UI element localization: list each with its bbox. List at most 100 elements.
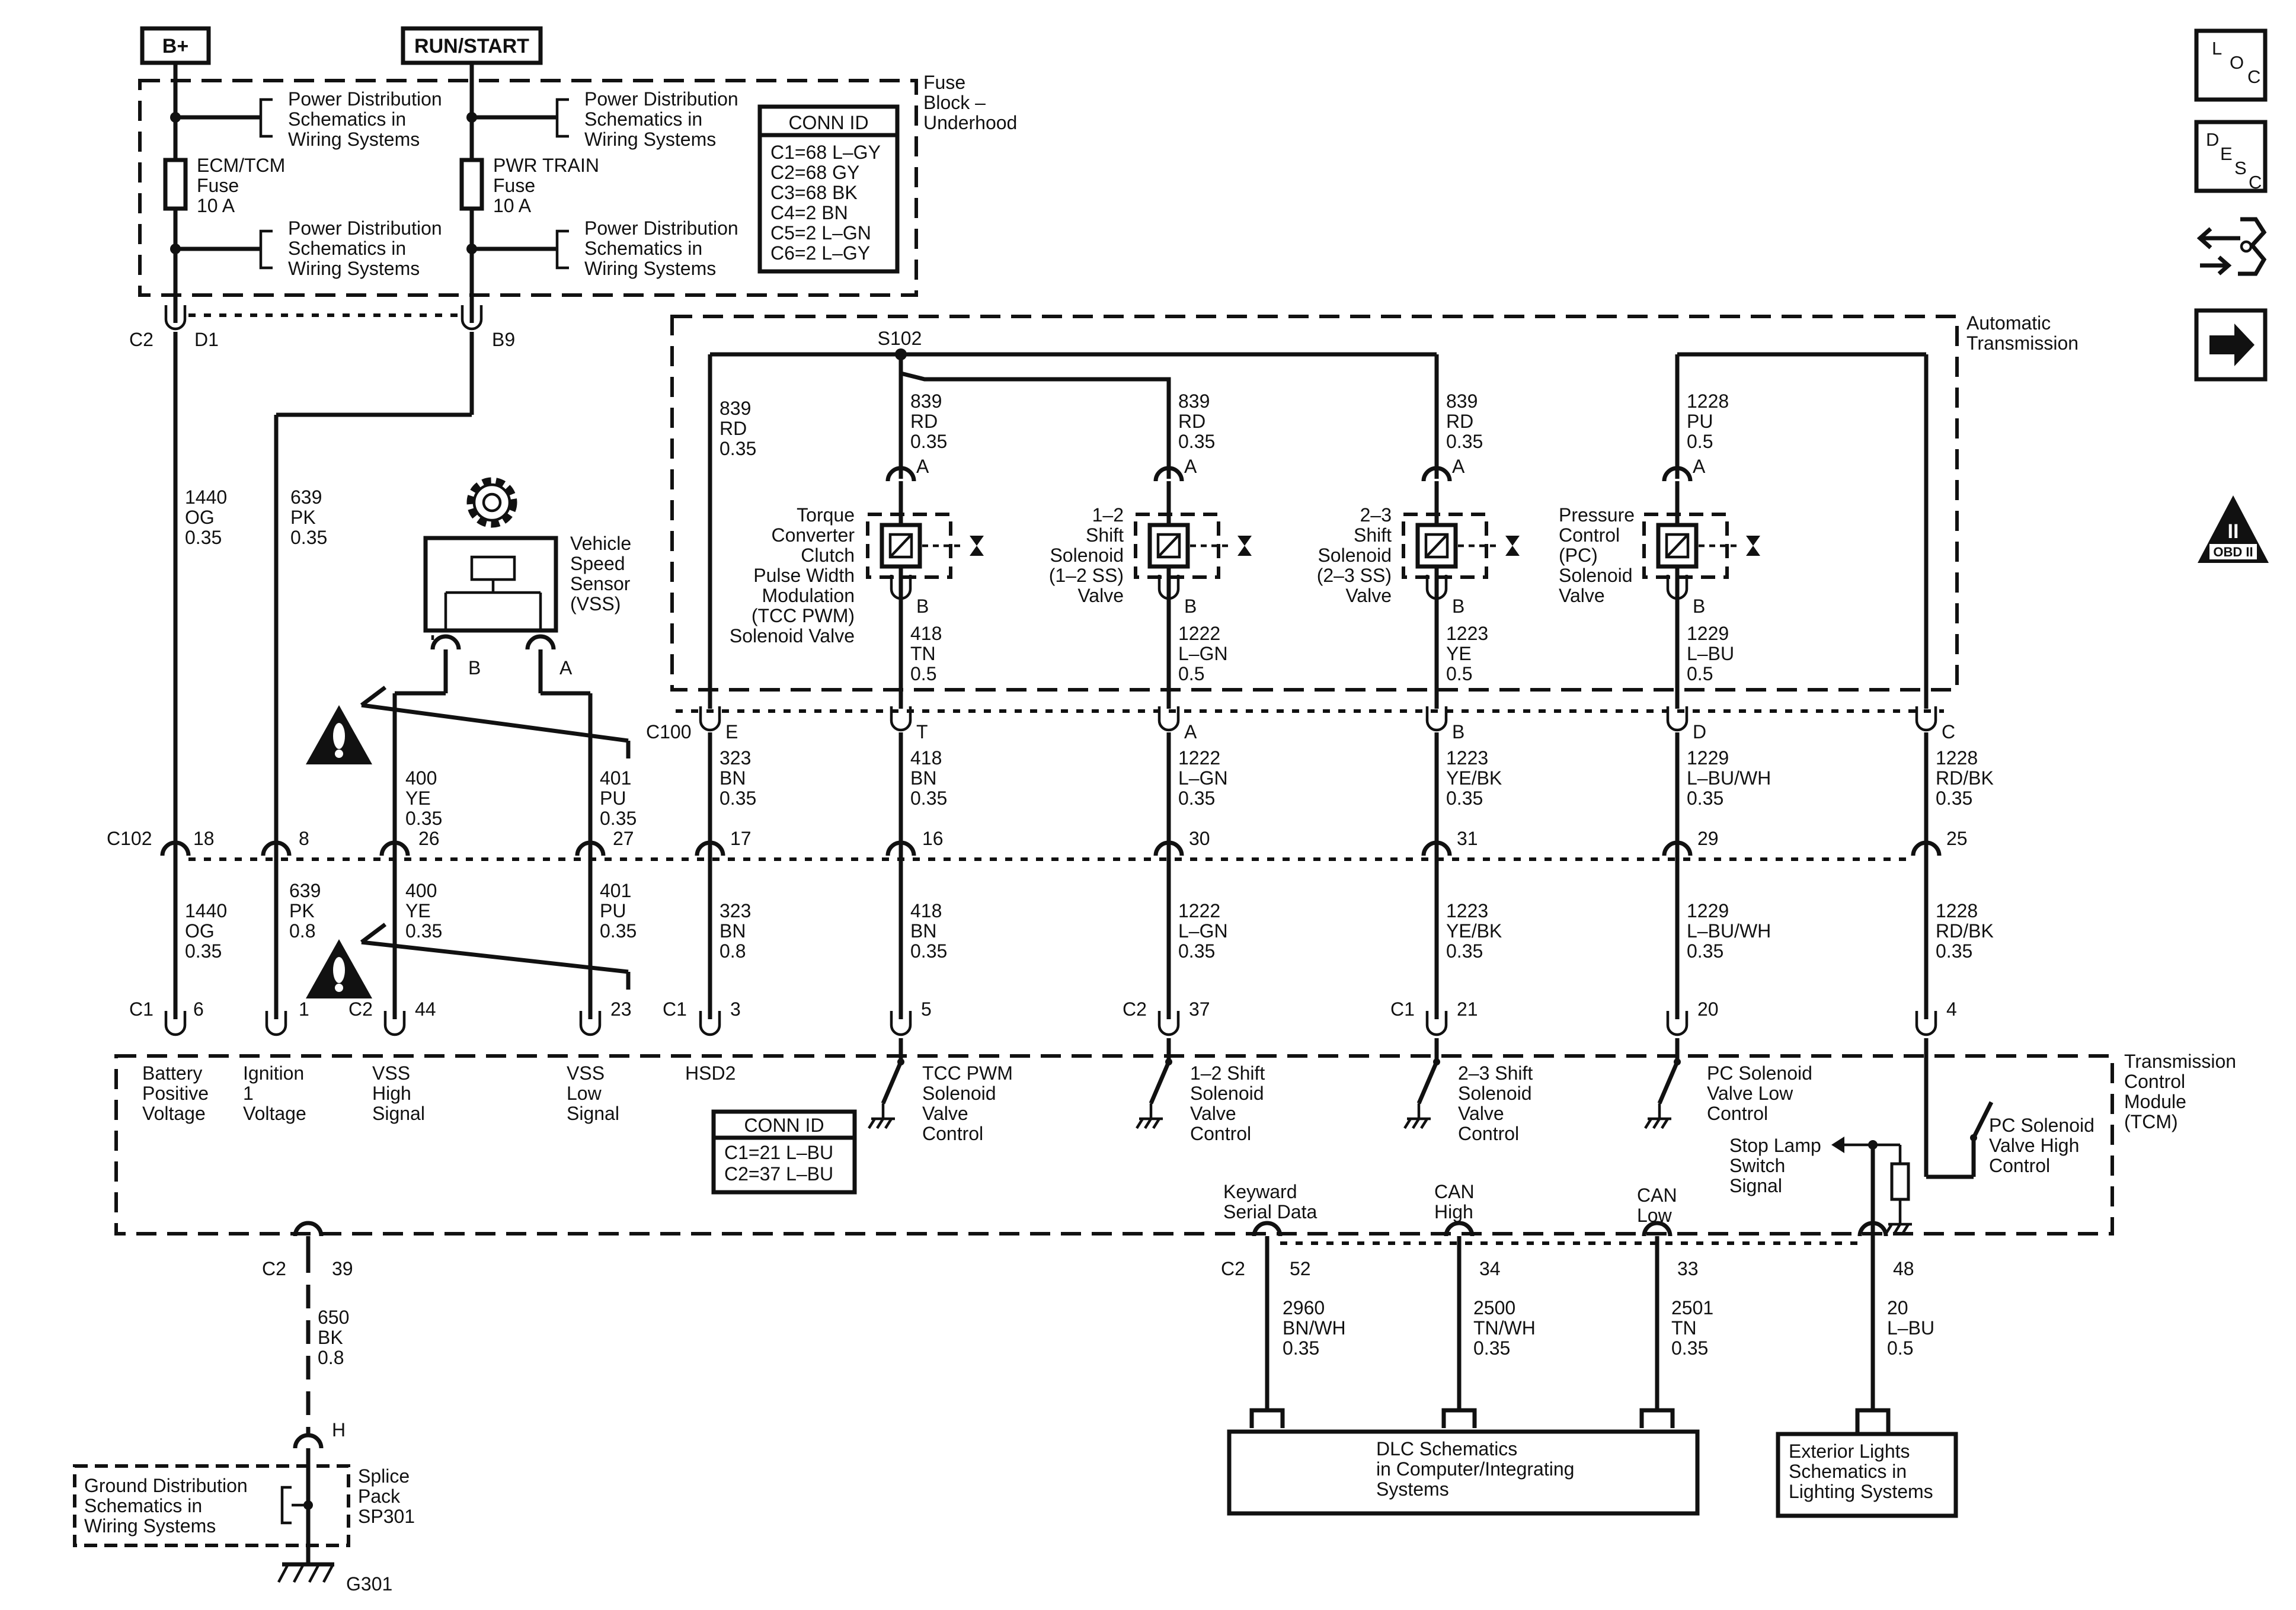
svg-text:L–BU/WH: L–BU/WH (1687, 920, 1771, 942)
svg-text:A: A (1184, 721, 1197, 742)
svg-text:L–GN: L–GN (1178, 643, 1228, 664)
svg-text:0.35: 0.35 (910, 940, 947, 962)
svg-text:C2: C2 (348, 998, 373, 1020)
svg-text:1223: 1223 (1446, 623, 1488, 644)
conn-id-row: C6=2 L–GY (770, 242, 870, 264)
fuse-block-d1: D1 (194, 329, 219, 350)
svg-text:RD/BK: RD/BK (1936, 767, 1994, 789)
conn-id-fuse-block: CONN ID C1=68 L–GY C2=68 GY C3=68 BK C4=… (757, 104, 900, 274)
svg-text:RD: RD (1446, 411, 1473, 432)
stop-lamp-input: Stop Lamp Switch Signal (1729, 1135, 1912, 1244)
svg-text:B: B (1452, 721, 1464, 742)
svg-text:L–BU: L–BU (1687, 643, 1734, 664)
svg-text:1228: 1228 (1687, 391, 1729, 412)
pd-ref-2-line1: Power Distribution (288, 217, 442, 239)
component-connector-icon[interactable] (2196, 217, 2267, 276)
svg-text:B: B (916, 596, 929, 617)
serial-data-labels: Keyward Serial Data CAN High CAN Low (1223, 1181, 1677, 1226)
ground-symbol (277, 1562, 334, 1583)
wire-circuit: 401 (600, 767, 631, 789)
c102-label: C102 (107, 828, 152, 849)
pd-ref-2-line2: Schematics in (288, 238, 406, 259)
trans-title-2: Transmission (1966, 332, 2078, 354)
tcc-pwm-driver: TCC PWM Solenoid Valve Control (869, 1038, 1013, 1144)
svg-text:2960: 2960 (1283, 1297, 1325, 1318)
c100-pins: E T A B D C (701, 706, 1955, 742)
svg-text:0.35: 0.35 (405, 920, 442, 942)
next-arrow-icon[interactable] (2194, 308, 2268, 382)
ss23-label: Shift (1354, 524, 1392, 546)
svg-text:44: 44 (415, 998, 436, 1020)
svg-text:B: B (1184, 596, 1197, 617)
svg-text:1222: 1222 (1178, 747, 1220, 769)
svg-text:25: 25 (1946, 828, 1968, 849)
svg-text:323: 323 (720, 900, 751, 921)
svg-text:400: 400 (405, 880, 437, 901)
splice-pin-h: H (332, 1419, 346, 1441)
c100-label: C100 (646, 721, 692, 742)
ss12-label: Valve (1077, 585, 1124, 606)
svg-text:0.8: 0.8 (318, 1347, 344, 1368)
svg-text:16: 16 (922, 828, 944, 849)
svg-text:6: 6 (193, 998, 204, 1020)
svg-text:Serial Data: Serial Data (1223, 1201, 1318, 1222)
svg-text:27: 27 (613, 828, 634, 849)
dlc-schematics-box: DLC Schematics in Computer/Integrating S… (1227, 1429, 1700, 1516)
exterior-lights-box: Exterior Lights Schematics in Lighting S… (1776, 1432, 1958, 1518)
svg-text:Systems: Systems (1376, 1478, 1449, 1500)
svg-text:Schematics in: Schematics in (1789, 1461, 1907, 1482)
svg-text:0.35: 0.35 (600, 920, 637, 942)
svg-text:Signal: Signal (567, 1103, 619, 1124)
fuse1-label-2: Fuse (197, 175, 239, 196)
svg-text:Control: Control (1458, 1123, 1519, 1144)
tcc-label: (TCC PWM) (752, 605, 855, 626)
svg-text:C2=37 L–BU: C2=37 L–BU (724, 1163, 833, 1185)
svg-text:O: O (2230, 52, 2244, 73)
pd-ref-1-line3: Wiring Systems (288, 129, 420, 150)
vss-pin-b: B (468, 657, 481, 678)
wire-1228-top: 1228 PU 0.5 (1687, 391, 1729, 452)
svg-text:323: 323 (720, 747, 751, 769)
svg-text:Control: Control (1989, 1155, 2050, 1176)
conn-id-title: CONN ID (788, 112, 868, 133)
fuse-block-c2: C2 (129, 329, 154, 350)
pd-ref-4-line2: Schematics in (584, 238, 702, 259)
ss12-label: (1–2 SS) (1049, 565, 1124, 586)
wire-color: PK (290, 507, 316, 528)
conn-id-tcm: CONN ID C1=21 L–BU C2=37 L–BU (711, 1109, 857, 1195)
svg-text:PC Solenoid: PC Solenoid (1989, 1115, 2094, 1136)
pd-ref-4-line3: Wiring Systems (584, 258, 716, 279)
svg-text:639: 639 (289, 880, 321, 901)
svg-text:23: 23 (610, 998, 632, 1020)
description-icon[interactable]: D E S C (2194, 120, 2268, 193)
ecm-tcm-fuse (163, 158, 188, 211)
run-start-label: RUN/START (414, 35, 529, 57)
wire-1222-trans: 1222 L–GN 0.5 (1178, 623, 1228, 684)
fuse-block-boundary (138, 79, 918, 297)
svg-text:0.5: 0.5 (1446, 663, 1472, 684)
svg-text:418: 418 (910, 900, 942, 921)
wire-size: 0.35 (600, 808, 637, 829)
wire-839-b: 839 RD 0.35 (910, 391, 947, 452)
svg-text:Solenoid: Solenoid (922, 1083, 996, 1104)
svg-text:TN: TN (1671, 1317, 1697, 1339)
ss12-driver: 1–2 Shift Solenoid Valve Control (1137, 1038, 1265, 1144)
svg-text:TCC PWM: TCC PWM (922, 1062, 1013, 1084)
svg-text:31: 31 (1457, 828, 1478, 849)
tcc-label: Converter (772, 524, 855, 546)
svg-text:1: 1 (243, 1083, 254, 1104)
svg-text:Battery: Battery (142, 1062, 202, 1084)
svg-text:C: C (2249, 172, 2262, 193)
svg-text:Voltage: Voltage (142, 1103, 206, 1124)
tcm-bottom-pins: C2 52 34 33 48 (1221, 1223, 1914, 1279)
svg-text:1223: 1223 (1446, 900, 1488, 921)
svg-text:418: 418 (910, 623, 942, 644)
svg-text:Pack: Pack (358, 1486, 401, 1507)
svg-text:1223: 1223 (1446, 747, 1488, 769)
svg-text:TN: TN (910, 643, 936, 664)
pc-label: Pressure (1559, 504, 1635, 526)
location-icon[interactable]: L O C (2194, 28, 2268, 102)
svg-text:Valve: Valve (1458, 1103, 1504, 1124)
pc-high-driver: PC Solenoid Valve High Control (1924, 1038, 2094, 1179)
